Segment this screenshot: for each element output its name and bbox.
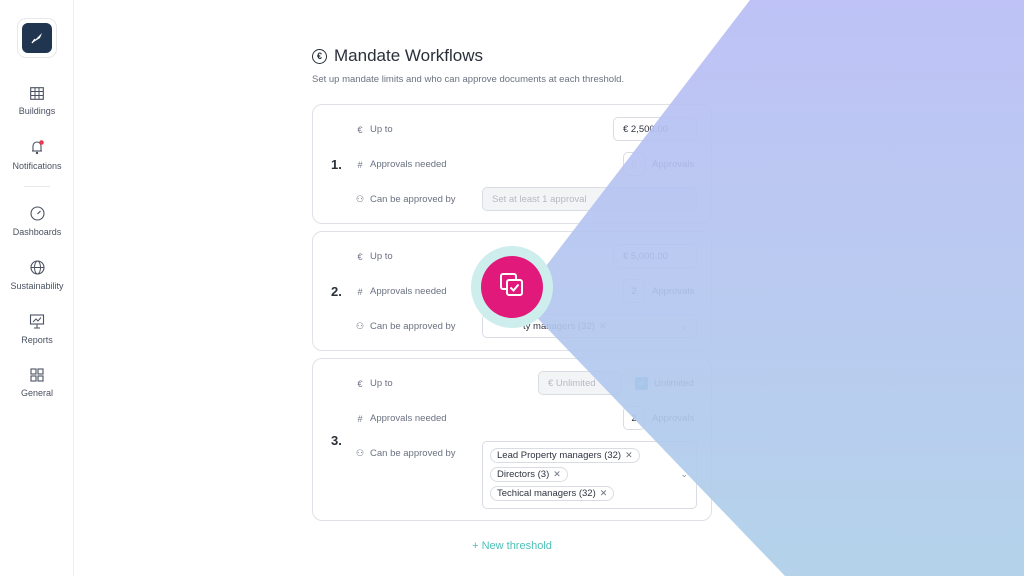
approver-chip-label: Directors (3) (497, 469, 550, 480)
sidebar-item-sustainability[interactable]: Sustainability (0, 260, 74, 291)
sidebar-item-label: Sustainability (10, 281, 64, 291)
sidebar-item-reports[interactable]: Reports (0, 314, 74, 345)
approvals-count-input[interactable]: 2 (623, 406, 645, 430)
users-icon: ⚇ (355, 321, 365, 331)
sidebar-item-notifications[interactable]: Notifications (0, 140, 74, 171)
approver-chip: ty managers (32) ✕ (523, 319, 613, 334)
euro-icon: € (357, 378, 363, 389)
up-to-text: Up to (370, 378, 393, 389)
globe-icon (0, 260, 74, 275)
sidebar: Buildings Notifications Dashboards Susta… (0, 0, 74, 576)
euro-icon: € (357, 124, 363, 135)
approved-by-text: Can be approved by (370, 448, 456, 459)
sidebar-item-label: Buildings (18, 106, 56, 116)
threshold-card-3: 3. € Up to € Unlimited ✓ Unlimited # App… (312, 358, 712, 521)
approvals-unit: Approvals (652, 413, 695, 424)
page-title: € Mandate Workflows (312, 46, 483, 66)
sidebar-item-label: Dashboards (12, 227, 62, 237)
threshold-number: 1. (331, 157, 342, 172)
approvals-count-input[interactable]: 2 (623, 279, 645, 303)
bell-icon (0, 140, 74, 155)
sidebar-item-label: Notifications (12, 161, 62, 171)
approver-chip-label: Lead Property managers (32) (497, 450, 622, 461)
remove-chip-icon[interactable]: ✕ (599, 488, 608, 498)
approver-chip: Techical managers (32) ✕ (490, 486, 615, 501)
copy-check-icon (497, 270, 527, 305)
approvals-needed-label: # Approvals needed (355, 413, 447, 424)
gauge-icon (0, 206, 74, 221)
users-icon: ⚇ (355, 448, 365, 458)
presentation-chart-icon (0, 314, 74, 329)
approved-by-text: Can be approved by (370, 321, 456, 332)
remove-chip-icon[interactable]: ✕ (598, 321, 607, 331)
approvals-needed-text: Approvals needed (370, 413, 447, 424)
threshold-number: 2. (331, 284, 342, 299)
up-to-text: Up to (370, 124, 393, 135)
approvals-needed-label: # Approvals needed (355, 159, 447, 170)
approver-chip: Lead Property managers (32) ✕ (490, 448, 640, 463)
euro-circle-icon: € (312, 48, 327, 64)
app-logo[interactable] (17, 18, 57, 58)
sidebar-item-general[interactable]: General (0, 368, 74, 398)
chevron-down-icon[interactable]: ⌄ (680, 469, 688, 479)
approvals-count-input[interactable]: 0 (623, 152, 645, 176)
hash-icon: # (357, 413, 363, 424)
hash-icon: # (357, 159, 363, 170)
threshold-card-1: 1. € Up to € 2,500.00 # Approvals needed… (312, 104, 712, 224)
approvals-needed-label: # Approvals needed (355, 286, 447, 297)
up-to-label: € Up to (355, 378, 393, 389)
up-to-label: € Up to (355, 251, 393, 262)
sidebar-item-buildings[interactable]: Buildings (0, 87, 74, 116)
logo-mark-icon (22, 23, 52, 53)
approvers-select[interactable]: Lead Property managers (32) ✕ Directors … (482, 441, 697, 509)
sidebar-item-label: Reports (21, 335, 53, 345)
up-to-input[interactable]: € 2,500.00 (613, 117, 697, 141)
hash-icon: # (357, 286, 363, 297)
unlimited-label: Unlimited (654, 378, 694, 389)
approvers-select[interactable]: Set at least 1 approval (482, 187, 697, 211)
copy-check-button[interactable] (481, 256, 543, 318)
up-to-text: Up to (370, 251, 393, 262)
users-icon: ⚇ (355, 194, 365, 204)
approved-by-label: ⚇ Can be approved by (355, 194, 456, 205)
up-to-input[interactable]: € Unlimited (538, 371, 622, 395)
euro-icon: € (357, 251, 363, 262)
page-title-text: Mandate Workflows (334, 46, 483, 65)
remove-chip-icon[interactable]: ✕ (553, 469, 561, 479)
threshold-number: 3. (331, 433, 342, 448)
up-to-label: € Up to (355, 124, 393, 135)
fab-ring (471, 246, 553, 328)
approvals-unit: Approvals (652, 159, 695, 170)
remove-chip-icon[interactable]: ✕ (625, 450, 633, 460)
approver-chip-label: ty managers (32) (523, 321, 595, 332)
grid-icon (0, 368, 74, 382)
approver-chip-label: Techical managers (32) (497, 488, 596, 499)
approver-chip: Directors (3) ✕ (490, 467, 568, 482)
sidebar-item-dashboards[interactable]: Dashboards (0, 206, 74, 237)
page-subtitle: Set up mandate limits and who can approv… (312, 74, 625, 85)
approved-by-text: Can be approved by (370, 194, 456, 205)
sidebar-divider (24, 186, 50, 187)
unlimited-checkbox[interactable]: ✓ (635, 377, 648, 390)
approvals-needed-text: Approvals needed (370, 159, 447, 170)
approved-by-label: ⚇ Can be approved by (355, 448, 456, 459)
sidebar-item-label: General (20, 388, 54, 398)
building-grid-icon (0, 87, 74, 100)
approvals-needed-text: Approvals needed (370, 286, 447, 297)
approvals-unit: Approvals (652, 286, 695, 297)
up-to-input[interactable]: € 5,000.00 (613, 244, 697, 268)
new-threshold-button[interactable]: + New threshold (472, 540, 552, 552)
approved-by-label: ⚇ Can be approved by (355, 321, 456, 332)
chevron-down-icon[interactable]: ⌄ (680, 321, 688, 331)
